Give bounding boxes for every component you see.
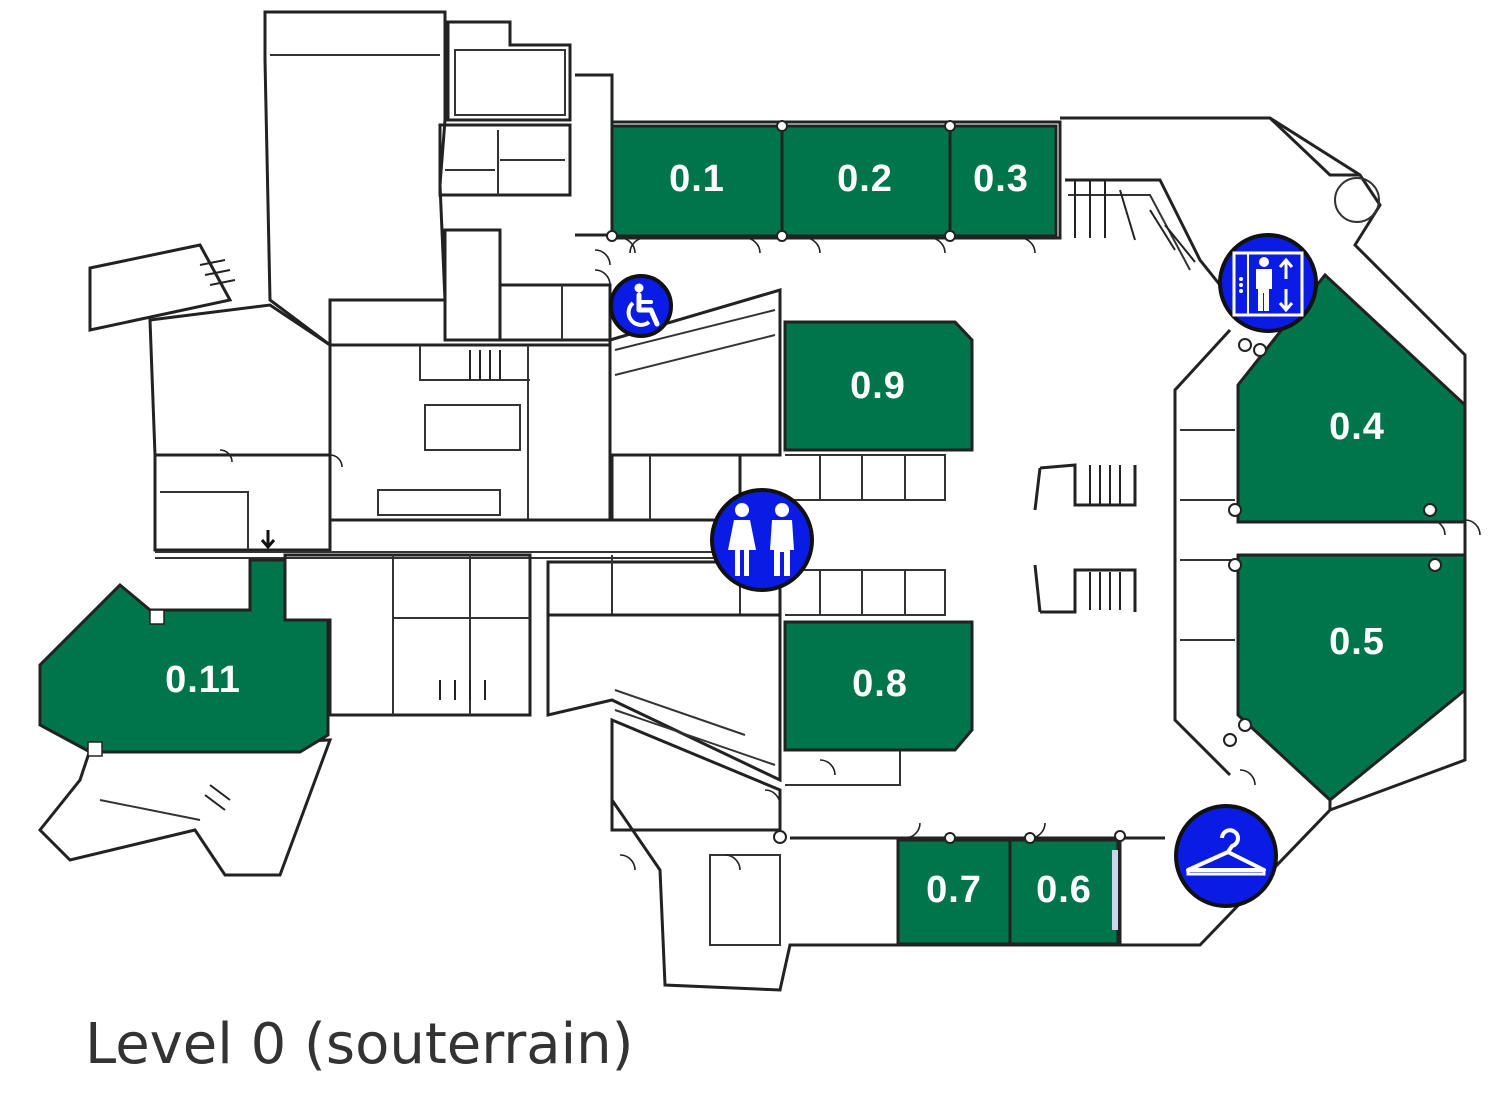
room-label-0-7: 0.7	[926, 869, 982, 911]
wall-nodes	[87, 120, 1442, 930]
room-label-0-1: 0.1	[669, 158, 725, 200]
stairs-groups	[199, 177, 1380, 811]
room-label-0-6: 0.6	[1036, 869, 1092, 911]
highlighted-rooms: 0.1 0.2 0.3 0.9 0.8 0.4 0.5 0.7	[38, 124, 1467, 946]
room-0-1[interactable]: 0.1	[610, 124, 784, 238]
room-0-3[interactable]: 0.3	[948, 124, 1058, 238]
restroom-icon[interactable]	[710, 488, 814, 592]
stairs-central	[439, 350, 501, 700]
room-0-2[interactable]: 0.2	[780, 124, 952, 238]
room-0-11[interactable]: 0.11	[38, 558, 330, 754]
room-label-0-5: 0.5	[1329, 621, 1385, 663]
room-0-8[interactable]: 0.8	[783, 620, 974, 752]
building-walls	[37, 10, 1467, 992]
level-title: Level 0 (souterrain)	[85, 1012, 634, 1077]
room-label-0-9: 0.9	[850, 365, 906, 407]
elevator-icon[interactable]	[1218, 233, 1318, 333]
room-0-9[interactable]: 0.9	[783, 320, 974, 452]
room-label-0-8: 0.8	[852, 663, 908, 705]
stairs-atrium-north	[1089, 465, 1121, 505]
room-0-7[interactable]: 0.7	[896, 838, 1012, 946]
room-0-6[interactable]: 0.6	[1008, 838, 1120, 946]
spiral-stair	[1334, 177, 1380, 223]
wheelchair-icon[interactable]	[609, 274, 673, 338]
stairs-west	[199, 259, 236, 811]
room-label-0-3: 0.3	[973, 158, 1029, 200]
room-0-5[interactable]: 0.5	[1236, 553, 1467, 802]
room-label-0-4: 0.4	[1329, 406, 1385, 448]
floor-plan: 0.1 0.2 0.3 0.9 0.8 0.4 0.5 0.7	[37, 10, 1481, 992]
room-label-0-11: 0.11	[165, 659, 241, 701]
doors	[219, 237, 1481, 871]
entrance-arrow-icon	[260, 530, 276, 550]
stairs-atrium-south	[1089, 572, 1121, 610]
room-label-0-2: 0.2	[837, 158, 893, 200]
room-0-4[interactable]: 0.4	[1236, 272, 1467, 524]
coat-hanger-icon[interactable]	[1174, 804, 1278, 908]
stairs-northeast	[1074, 180, 1196, 263]
